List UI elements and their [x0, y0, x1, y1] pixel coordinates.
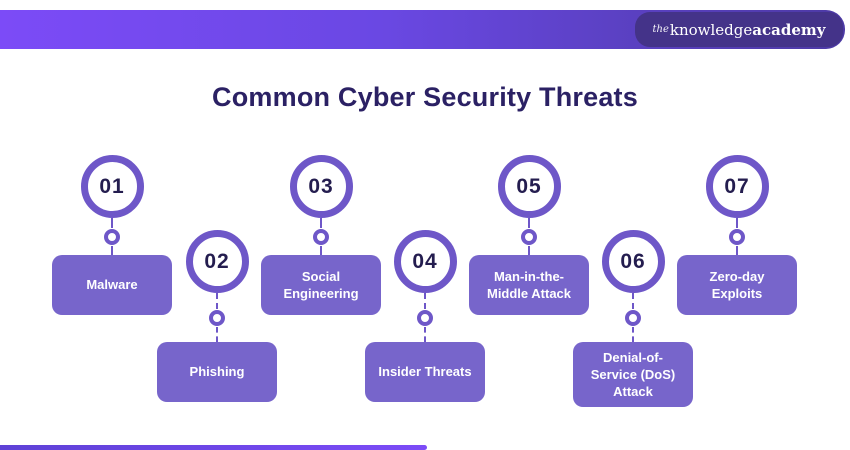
number-circle: 04 — [393, 230, 457, 293]
connector-line — [729, 218, 745, 255]
threat-item-01: 01 Malware — [52, 155, 172, 315]
connector-line — [625, 293, 641, 342]
dash-segment — [216, 326, 218, 342]
threat-number: 07 — [724, 174, 750, 198]
threat-item-06: 06 Denial-of- Service (DoS) Attack — [573, 230, 693, 408]
connector-line — [104, 218, 120, 255]
dash-segment — [736, 245, 738, 255]
connector-line — [417, 293, 433, 342]
dash-segment — [320, 218, 322, 228]
dash-segment — [528, 245, 530, 255]
dash-segment — [111, 218, 113, 228]
threat-item-05: 05 Man-in-the- Middle Attack — [469, 155, 589, 315]
number-circle: 06 — [601, 230, 665, 293]
threat-label: Zero-day Exploits — [709, 268, 765, 301]
connector-line — [521, 218, 537, 255]
threat-label-box: Insider Threats — [365, 342, 485, 402]
threat-item-04: 04 Insider Threats — [365, 230, 485, 402]
threat-label: Phishing — [189, 364, 245, 380]
threat-label-box: Man-in-the- Middle Attack — [469, 255, 589, 315]
dash-segment — [736, 218, 738, 228]
connector-ring-icon — [417, 309, 433, 326]
threat-number: 06 — [620, 249, 646, 273]
number-circle: 03 — [289, 155, 353, 218]
dash-segment — [528, 218, 530, 228]
connector-ring-icon — [729, 228, 745, 245]
threat-label-box: Malware — [52, 255, 172, 315]
dash-segment — [424, 326, 426, 342]
dash-segment — [111, 245, 113, 255]
dash-segment — [632, 326, 634, 342]
connector-ring-icon — [625, 309, 641, 326]
dash-segment — [320, 245, 322, 255]
threat-label-box: Social Engineering — [261, 255, 381, 315]
page-title: Common Cyber Security Threats — [212, 82, 638, 112]
threat-label-box: Phishing — [157, 342, 277, 402]
logo-academy-text: academy — [752, 20, 826, 39]
logo-the-text: the — [652, 24, 669, 35]
threat-label: Man-in-the- Middle Attack — [486, 268, 572, 301]
number-circle: 07 — [705, 155, 769, 218]
threat-label: Insider Threats — [378, 364, 472, 380]
number-circle: 05 — [497, 155, 561, 218]
dash-segment — [424, 293, 426, 309]
connector-line — [313, 218, 329, 255]
threat-label: Denial-of- Service (DoS) Attack — [590, 350, 676, 400]
threat-number: 05 — [516, 174, 542, 198]
dash-segment — [632, 293, 634, 309]
connector-line — [209, 293, 225, 342]
connector-ring-icon — [209, 309, 225, 326]
threat-item-02: 02 Phishing — [157, 230, 277, 402]
threat-label: Social Engineering — [283, 268, 359, 301]
connector-ring-icon — [104, 228, 120, 245]
threat-label-box: Denial-of- Service (DoS) Attack — [573, 342, 693, 408]
connector-ring-icon — [521, 228, 537, 245]
number-circle: 01 — [80, 155, 144, 218]
bottom-brand-bar — [0, 445, 427, 450]
threat-label-box: Zero-day Exploits — [677, 255, 797, 315]
connector-ring-icon — [313, 228, 329, 245]
threat-number: 04 — [412, 249, 438, 273]
threat-number: 03 — [308, 174, 334, 198]
threat-number: 02 — [204, 249, 230, 273]
number-circle: 02 — [185, 230, 249, 293]
logo-knowledge-text: knowledge — [669, 20, 753, 39]
threat-item-07: 07 Zero-day Exploits — [677, 155, 797, 315]
threat-number: 01 — [99, 174, 125, 198]
dash-segment — [216, 293, 218, 309]
threat-label: Malware — [86, 277, 138, 293]
threat-item-03: 03 Social Engineering — [261, 155, 381, 315]
